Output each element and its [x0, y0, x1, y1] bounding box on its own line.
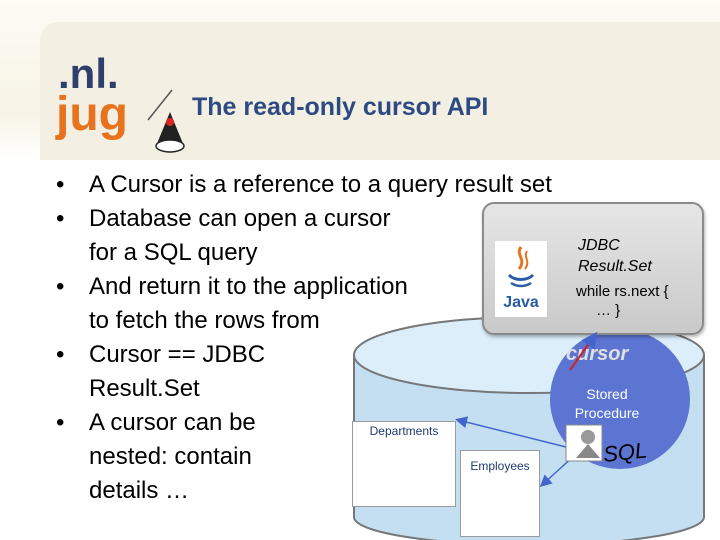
- jdbc-line: JDBC: [578, 237, 620, 254]
- header-band: [0, 0, 720, 160]
- bullet-continuation: details …: [56, 474, 696, 508]
- java-logo-icon: Java: [495, 241, 547, 317]
- cursor-arrow: [569, 331, 598, 371]
- bullet-continuation: Result.Set: [56, 372, 696, 406]
- procedure-line: Procedure: [574, 405, 640, 421]
- bullet-continuation: nested: contain: [56, 440, 696, 474]
- bullet-dot: •: [56, 341, 65, 368]
- bullet-dot: •: [56, 273, 65, 300]
- bullet-dot: •: [56, 171, 65, 198]
- stored-procedure-label: Stored Procedure: [560, 385, 654, 423]
- logo-line1: .nl.: [58, 50, 119, 97]
- bullet-text: Cursor == JDBC: [89, 341, 266, 368]
- stored-line: Stored: [586, 386, 628, 402]
- loop-line-1: while rs.next {: [576, 283, 669, 300]
- employees-label: Employees: [470, 459, 530, 473]
- bullet-item: • And return it to the application: [56, 270, 696, 304]
- bullet-continuation: for a SQL query: [56, 236, 696, 270]
- bullet-dot: •: [56, 205, 65, 232]
- sql-scribble: SQL: [602, 438, 648, 467]
- bullet-text: Database can open a cursor: [89, 205, 391, 232]
- departments-arrow: [455, 416, 571, 449]
- bullet-item: • A cursor can be: [56, 406, 696, 440]
- bullet-item: • Database can open a cursor: [56, 202, 696, 236]
- bullet-text: A Cursor is a reference to a query resul…: [89, 171, 552, 198]
- bullet-item: • A Cursor is a reference to a query resu…: [56, 168, 696, 202]
- resultset-line: Result.Set: [578, 258, 652, 275]
- jdbc-label: JDBC Result.Set: [578, 235, 652, 277]
- loop-code: while rs.next { … }: [576, 282, 669, 320]
- departments-label: Departments: [369, 424, 439, 438]
- developer-icon: [565, 424, 603, 462]
- duke-mascot-icon: [147, 89, 185, 153]
- logo-line2: jug: [55, 88, 128, 141]
- bullet-text: nested: contain: [89, 443, 252, 470]
- bullet-text: details …: [89, 477, 190, 504]
- java-logo-label: Java: [503, 294, 539, 311]
- bullet-text: for a SQL query: [89, 239, 258, 266]
- departments-table: Departments: [352, 421, 456, 507]
- bullet-text: And return it to the application: [89, 273, 408, 300]
- header-panel: [40, 22, 720, 160]
- employees-table: Employees: [460, 450, 540, 537]
- bullet-dot: •: [56, 409, 65, 436]
- loop-line-2: … }: [596, 302, 621, 319]
- bullet-list: • A Cursor is a reference to a query resu…: [56, 168, 696, 508]
- bullet-text: to fetch the rows from: [89, 307, 320, 334]
- slide-title: The read-only cursor API: [192, 93, 489, 121]
- nljug-logo: .nl. jug: [55, 50, 185, 153]
- bullet-text: Result.Set: [89, 375, 200, 402]
- bullet-continuation: to fetch the rows from: [56, 304, 696, 338]
- bullet-text: A cursor can be: [89, 409, 256, 436]
- bullet-item: • Cursor == JDBC: [56, 338, 696, 372]
